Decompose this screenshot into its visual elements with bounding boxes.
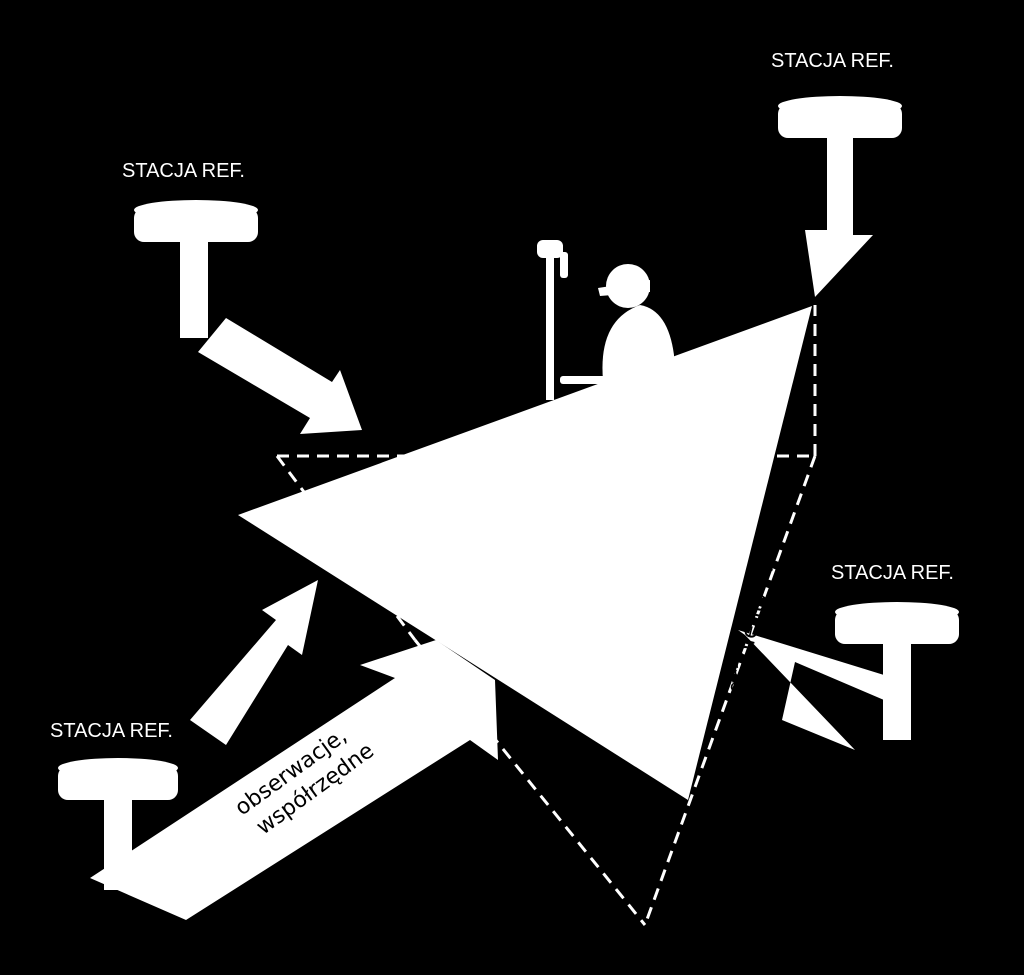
station-label-1: STACJA REF. (122, 160, 245, 182)
network-triangle (238, 306, 812, 800)
observations-arrow (90, 640, 498, 920)
antenna-icon-2 (778, 96, 902, 138)
arrow-from-station-1 (198, 318, 362, 434)
antenna-icon-1 (134, 200, 258, 338)
arrow-from-station-4 (190, 580, 318, 745)
arrow-from-station-3 (738, 630, 884, 750)
antenna-icon-3 (835, 602, 959, 740)
arrow-from-station-2 (805, 138, 873, 297)
station-label-4: STACJA REF. (50, 720, 173, 742)
station-label-2: STACJA REF. (771, 50, 894, 72)
surveyor-rover-icon (537, 240, 674, 400)
station-label-3: STACJA REF. (831, 562, 954, 584)
